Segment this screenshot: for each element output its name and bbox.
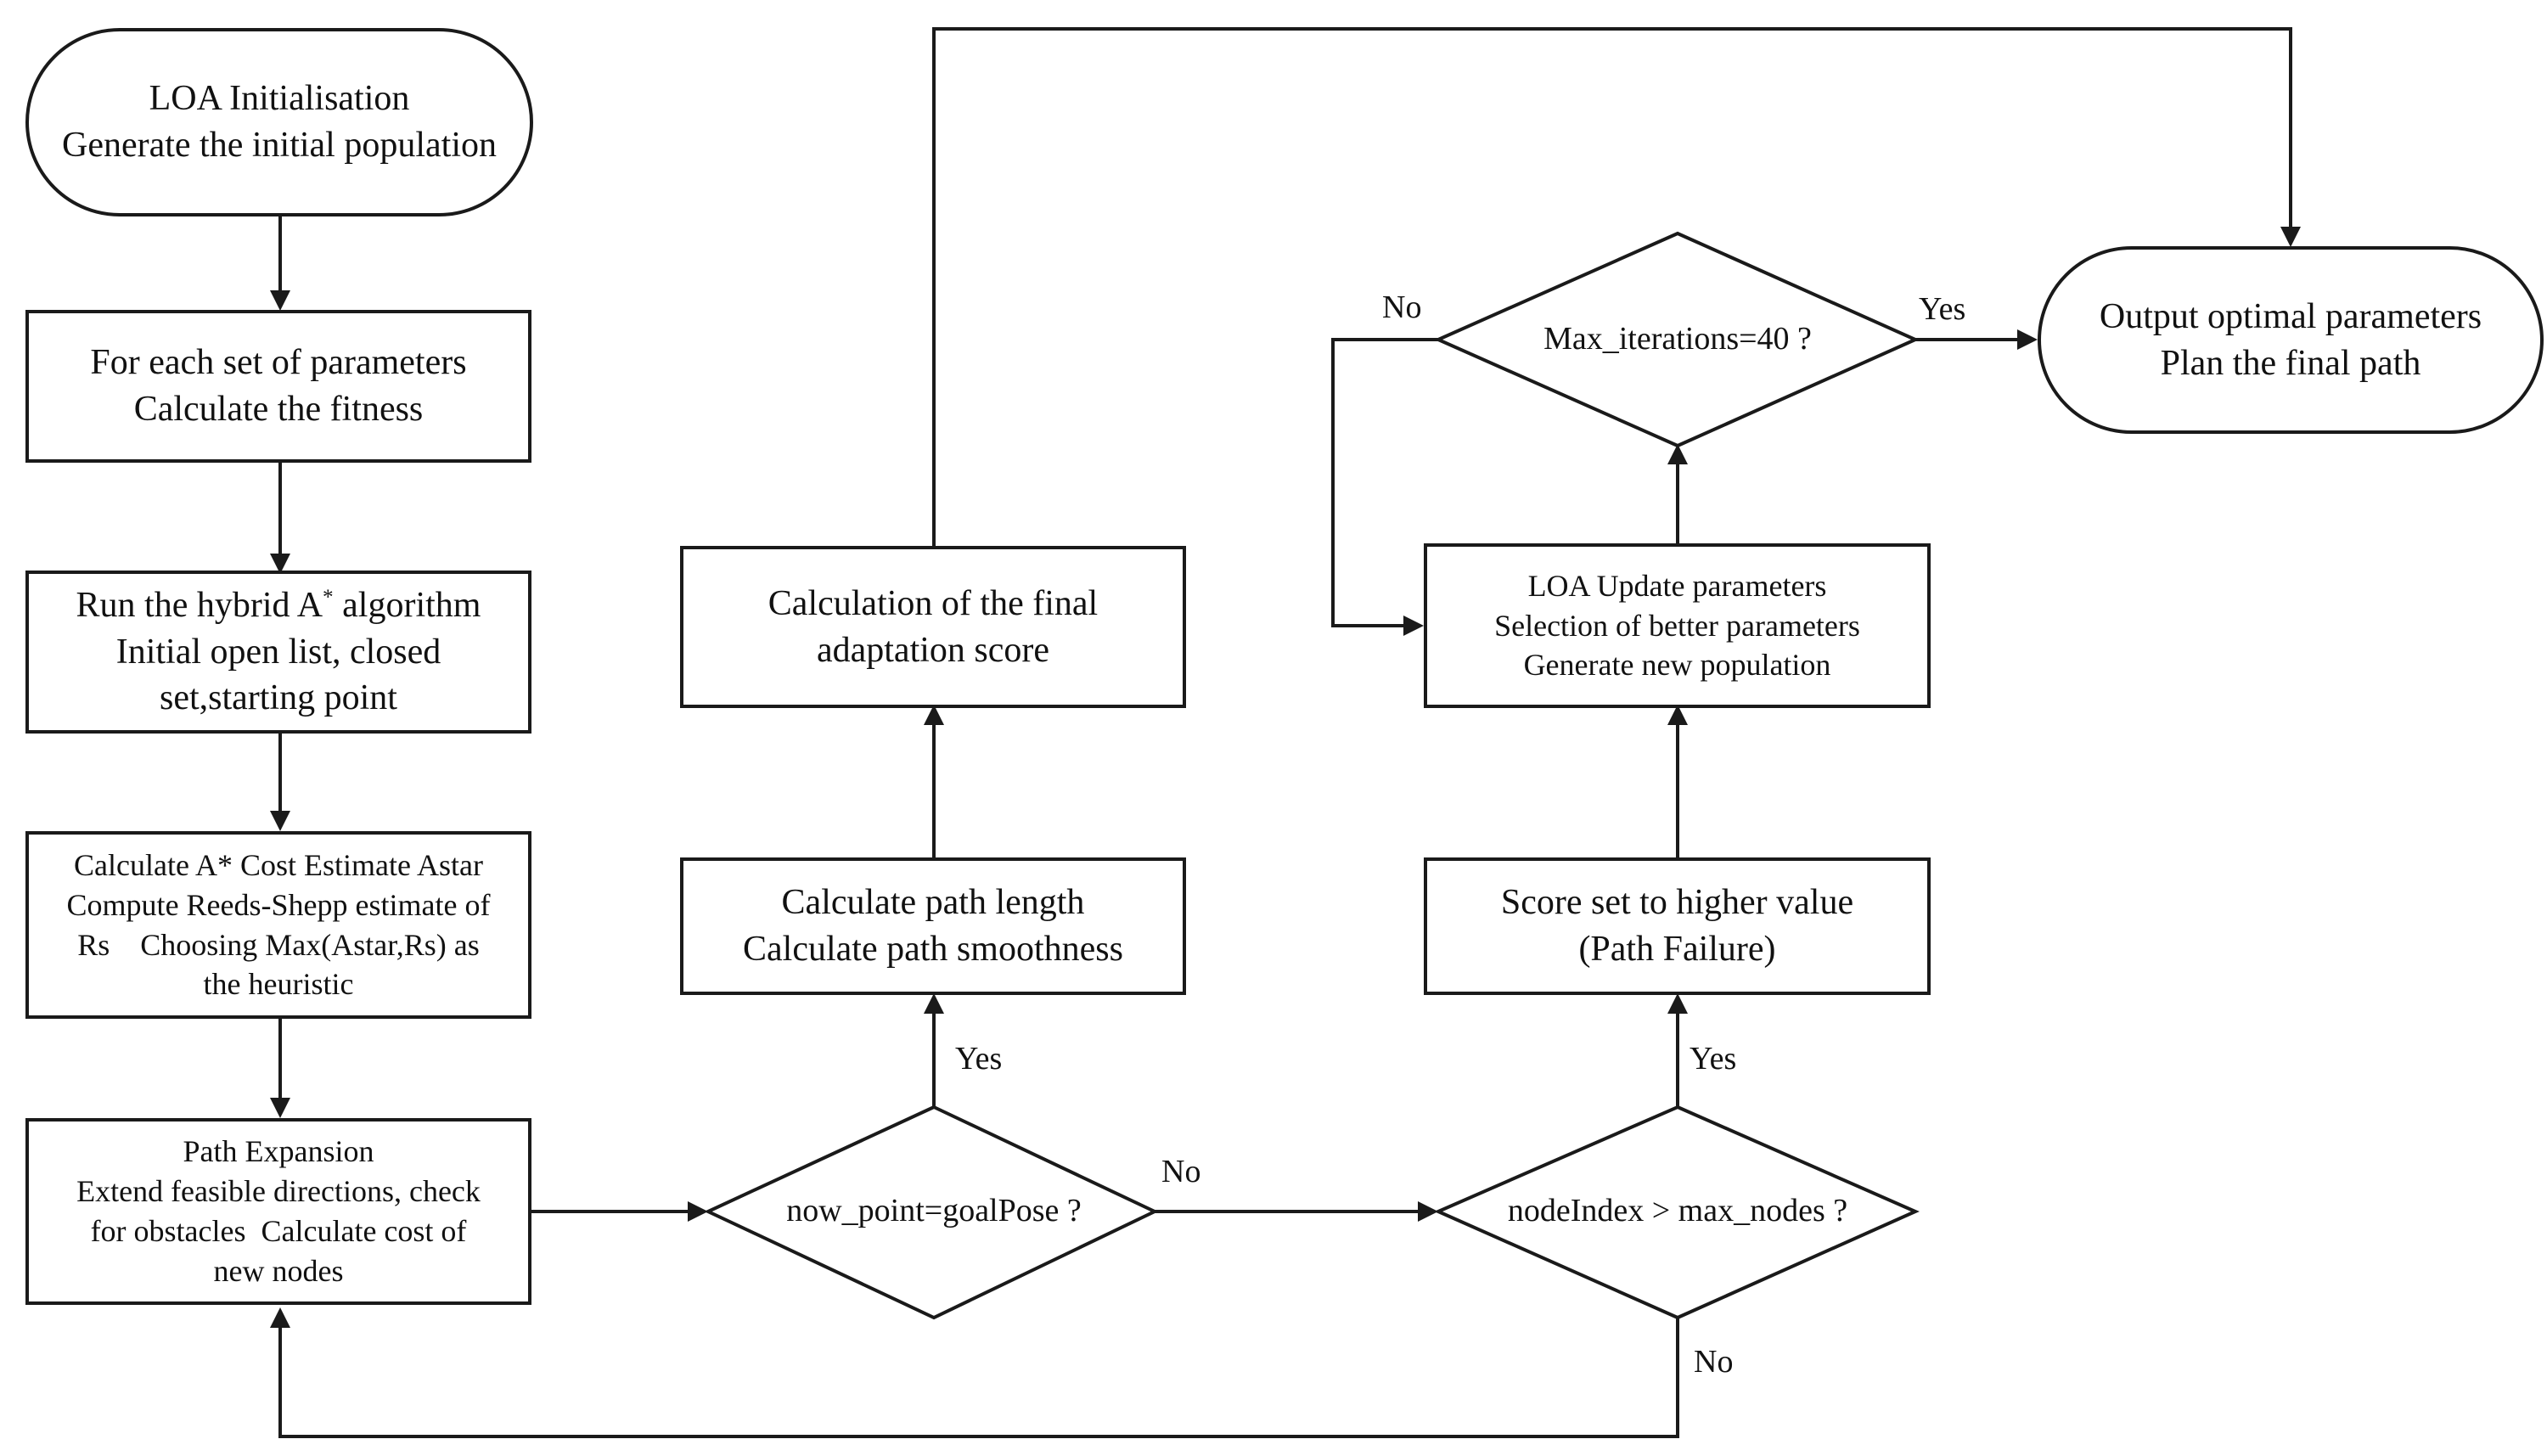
arrowhead: [270, 290, 290, 311]
failure-line2: (Path Failure): [1578, 930, 1776, 969]
fitness-line2: Calculate the fitness: [133, 390, 424, 429]
expansion-line3: for obstacles Calculate cost of: [90, 1214, 467, 1248]
cost-estimate-box: Calculate A* Cost Estimate Astar Compute…: [25, 831, 531, 1019]
final-line1: Calculation of the final: [767, 583, 1099, 623]
start-line2: Generate the initial population: [62, 126, 497, 165]
arrowhead: [270, 1098, 290, 1118]
iter-check-diamond: [1434, 231, 1920, 448]
arrowhead: [2017, 329, 2038, 350]
arrowhead: [270, 554, 290, 574]
path-length-box: Calculate path length Calculate path smo…: [680, 857, 1186, 995]
update-line1: LOA Update parameters: [1527, 568, 1827, 603]
cost-line1: Calculate A* Cost Estimate Astar: [74, 847, 483, 882]
hybrid-line1: Run the hybrid A* algorithm: [76, 582, 481, 629]
goal-no-label: No: [1161, 1154, 1201, 1189]
iter-yes-label: Yes: [1919, 291, 1966, 327]
goal-check-diamond: [704, 1105, 1159, 1320]
node-no-label: No: [1694, 1344, 1734, 1380]
node-yes-label: Yes: [1690, 1041, 1737, 1077]
cost-line4: the heuristic: [203, 967, 354, 1002]
end-line2: Plan the final path: [2160, 343, 2421, 383]
arrowhead: [924, 705, 944, 725]
iter-no-label: No: [1382, 290, 1422, 325]
failure-line1: Score set to higher value: [1500, 883, 1854, 923]
arrowhead: [1667, 705, 1688, 725]
edge-node-no: [278, 1318, 1679, 1438]
arrowhead: [1667, 993, 1688, 1014]
hybrid-line1-pre: Run the hybrid A: [76, 586, 323, 626]
final-line2: adaptation score: [816, 630, 1050, 670]
arrowhead: [270, 811, 290, 831]
expansion-line1: Path Expansion: [183, 1134, 374, 1169]
node-check-label: nodeIndex > max_nodes ?: [1507, 1193, 1848, 1229]
iter-check-text: Max_iterations=40 ?: [1477, 312, 1878, 367]
iter-check-label: Max_iterations=40 ?: [1543, 321, 1812, 357]
hybrid-astar-box: Run the hybrid A* algorithm Initial open…: [25, 571, 531, 734]
start-line1: LOA Initialisation: [149, 79, 410, 119]
end-terminal: Output optimal parameters Plan the final…: [2038, 246, 2544, 434]
expansion-line2: Extend feasible directions, check: [76, 1174, 481, 1209]
pathlen-line1: Calculate path length: [781, 883, 1085, 923]
cost-line2: Compute Reeds-Shepp estimate of: [66, 887, 491, 922]
arrowhead: [688, 1201, 708, 1222]
fitness-box: For each set of parameters Calculate the…: [25, 310, 531, 463]
arrowhead: [270, 1307, 290, 1328]
arrowhead: [2280, 227, 2301, 247]
edge-iter-no: [1331, 338, 1438, 627]
update-line3: Generate new population: [1523, 648, 1831, 683]
hybrid-line1-post: algorithm: [333, 586, 481, 626]
path-failure-box: Score set to higher value (Path Failure): [1424, 857, 1931, 995]
arrowhead: [1403, 616, 1424, 636]
node-check-text: nodeIndex > max_nodes ?: [1443, 1184, 1912, 1239]
cost-line3: Rs Choosing Max(Astar,Rs) as: [77, 927, 480, 962]
start-terminal: LOA Initialisation Generate the initial …: [25, 28, 533, 216]
arrowhead: [1418, 1201, 1438, 1222]
arrowhead: [924, 993, 944, 1014]
hybrid-line2: Initial open list, closed: [115, 632, 441, 672]
final-score-box: Calculation of the final adaptation scor…: [680, 546, 1186, 708]
goal-yes-label: Yes: [955, 1041, 1003, 1077]
node-check-diamond: [1434, 1105, 1920, 1320]
hybrid-line1-sup: *: [323, 586, 334, 610]
goal-check-text: now_point=goalPose ?: [730, 1184, 1138, 1239]
pathlen-line2: Calculate path smoothness: [743, 930, 1123, 969]
hybrid-line3: set,starting point: [160, 678, 397, 718]
expansion-line4: new nodes: [213, 1253, 344, 1288]
end-line1: Output optimal parameters: [2099, 296, 2482, 336]
loa-update-box: LOA Update parameters Selection of bette…: [1424, 543, 1931, 708]
fitness-line1: For each set of parameters: [90, 343, 467, 383]
arrowhead: [1667, 444, 1688, 464]
goal-check-label: now_point=goalPose ?: [786, 1193, 1082, 1229]
path-expansion-box: Path Expansion Extend feasible direction…: [25, 1118, 531, 1305]
edge-final-to-output: [932, 27, 2292, 546]
update-line2: Selection of better parameters: [1494, 608, 1860, 643]
